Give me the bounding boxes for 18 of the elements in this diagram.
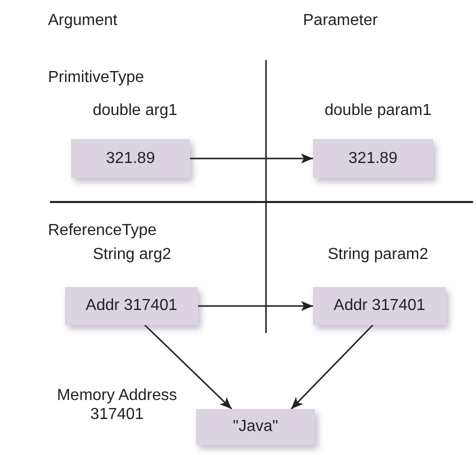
arrow — [190, 154, 313, 164]
value-box: "Java" — [196, 409, 315, 445]
value-box: Addr 317401 — [65, 287, 198, 325]
section-heading: Argument — [48, 12, 118, 30]
arrow — [144, 324, 232, 410]
arrow — [290, 324, 374, 410]
arrow — [198, 301, 313, 311]
value-box: Addr 317401 — [313, 287, 446, 325]
variable-label: double arg1 — [92, 101, 178, 120]
value-box: 321.89 — [313, 139, 433, 178]
section-heading: Parameter — [303, 12, 378, 30]
value-box: 321.89 — [71, 139, 190, 178]
section-heading: ReferenceType — [48, 222, 157, 240]
variable-label: double param1 — [324, 101, 432, 120]
variable-label: Memory Address 317401 — [56, 386, 178, 424]
variable-label: String arg2 — [92, 245, 172, 264]
variable-label: String param2 — [326, 245, 430, 264]
section-heading: PrimitiveType — [48, 69, 144, 87]
